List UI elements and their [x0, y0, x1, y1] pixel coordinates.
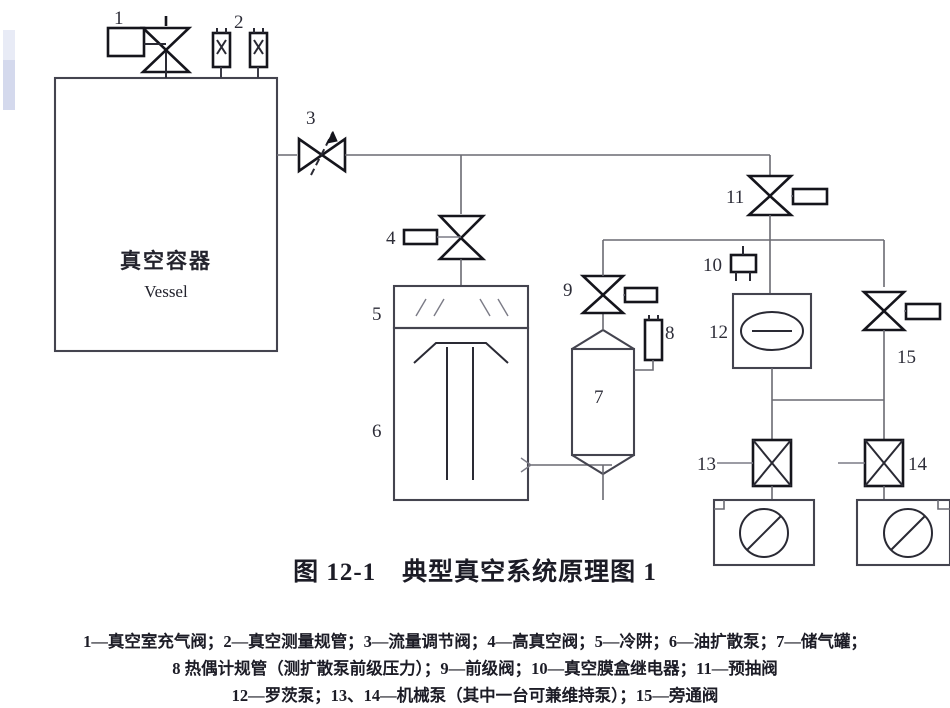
label-component-12: 12 [709, 322, 728, 343]
valve-4-actuator-box [402, 228, 439, 246]
caption-line-2: 8 热偶计规管（测扩散泵前级压力）；9—前级阀；10—真空膜盒继电器；11—预抽… [172, 659, 778, 678]
label-component-5: 5 [372, 304, 382, 325]
valve-13-x-box[interactable] [751, 438, 793, 488]
label-component-6: 6 [372, 421, 382, 442]
scan-artifact-bar-top [3, 30, 15, 60]
mechanical-pump-14-body [855, 498, 950, 567]
cold-trap-baffle-marks [415, 298, 509, 317]
valve-3-adjust-line [310, 131, 334, 176]
gauge-2-tube-left [211, 28, 232, 78]
scan-artifact-bar-bottom [3, 60, 15, 110]
caption-line-3: 12—罗茨泵；13、14—机械泵（其中一台可兼维持泵）；15—旁通阀 [231, 686, 719, 705]
figure-title-text: 典型真空系统原理图 1 [402, 559, 657, 586]
label-component-10: 10 [703, 255, 722, 276]
valve-15-bowtie[interactable] [860, 290, 908, 332]
label-component-4: 4 [386, 228, 396, 249]
vessel-label-chinese: 真空容器 [120, 249, 212, 273]
label-component-13: 13 [697, 454, 716, 475]
valve-3-adjust-arrow [326, 130, 338, 144]
diffusion-pump-body [392, 326, 530, 502]
mechanical-pump-13-exhaust [714, 500, 725, 510]
valve-14-x-box[interactable] [863, 438, 905, 488]
valve-15-actuator-box [904, 302, 942, 321]
mechanical-pump-13-body [712, 498, 816, 567]
valve-4-bowtie[interactable] [436, 214, 487, 261]
label-component-8: 8 [665, 323, 675, 344]
label-component-2: 2 [234, 12, 244, 33]
gauge-8-body [643, 315, 664, 362]
valve-9-bowtie[interactable] [579, 274, 627, 315]
label-component-7: 7 [594, 387, 604, 408]
valve-9-actuator-box [623, 286, 659, 304]
label-component-14: 14 [908, 454, 928, 475]
valve-1-actuator-box [106, 26, 146, 58]
mechanical-pump-14-exhaust [937, 500, 950, 510]
vessel-label-group: 真空容器 Vessel [55, 245, 277, 302]
valve-11-bowtie[interactable] [745, 174, 795, 217]
diffusion-pump-jet-assembly [413, 342, 509, 480]
label-component-15: 15 [897, 347, 916, 368]
diffusion-pump-outlet-arrow [520, 457, 533, 473]
vacuum-vessel-body [53, 76, 279, 353]
figure-title-number: 图 12-1 [293, 559, 377, 586]
label-component-9: 9 [563, 280, 573, 301]
mechanical-pump-14-rotor [883, 508, 933, 558]
label-component-3: 3 [306, 108, 316, 129]
mechanical-pump-13-rotor [739, 508, 789, 558]
relay-10-body [729, 246, 758, 281]
valve-11-actuator-box [791, 187, 829, 206]
roots-pump-rotor [740, 311, 804, 351]
label-component-11: 11 [726, 187, 744, 208]
pipe-gauge-8-tap [634, 360, 654, 371]
gauge-2-tube-right [248, 28, 269, 78]
figure-title: 图 12-1 典型真空系统原理图 1 [0, 552, 950, 588]
vessel-label-english: Vessel [144, 282, 188, 301]
caption-line-1: 1—真空室充气阀；2—真空测量规管；3—流量调节阀；4—高真空阀；5—冷阱；6—… [83, 632, 867, 651]
cold-trap-body [392, 284, 530, 330]
label-component-1: 1 [114, 8, 124, 29]
